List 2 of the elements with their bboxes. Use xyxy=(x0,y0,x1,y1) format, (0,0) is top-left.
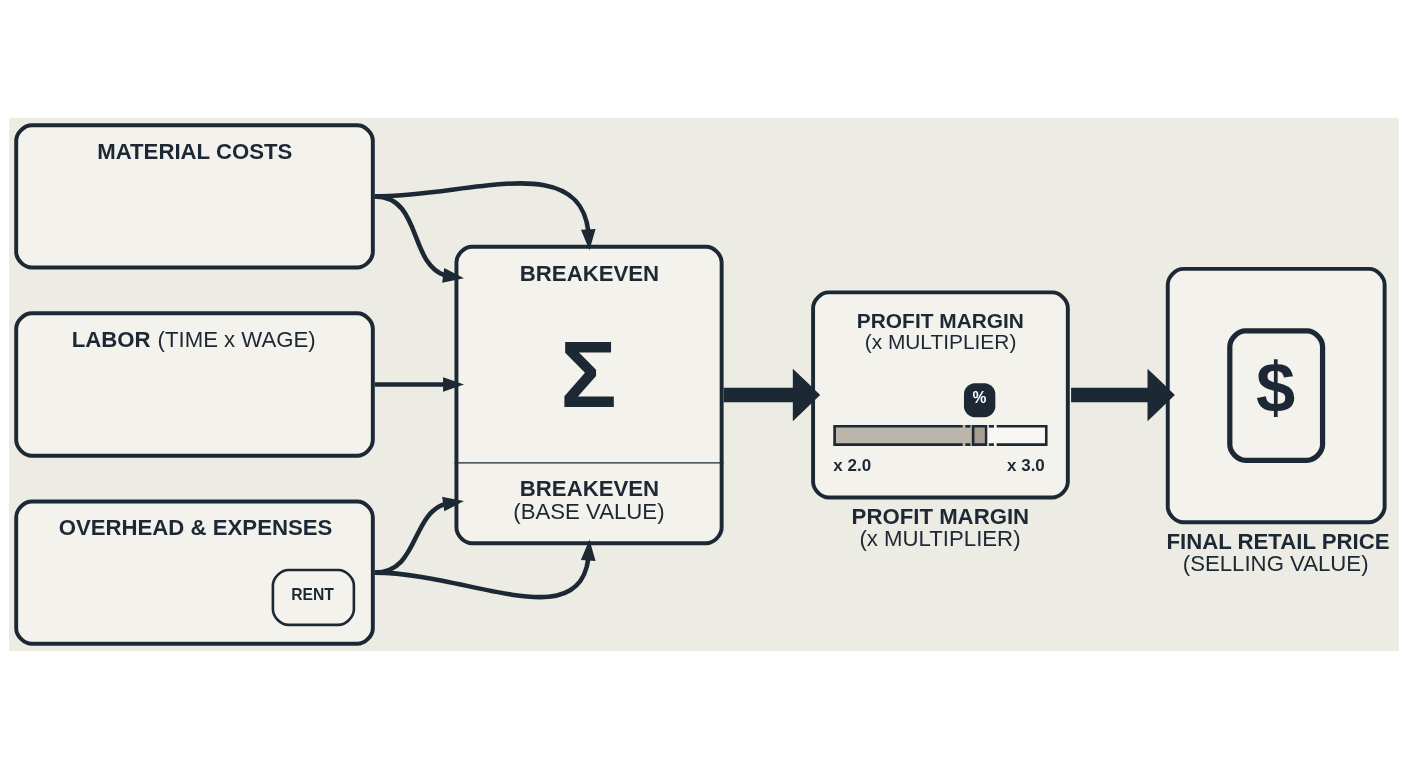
node-label: FINAL RETAIL PRICE (SELLING VALUE) xyxy=(1166,528,1390,576)
node-label: PROFIT MARGIN (x MULTIPLIER) xyxy=(851,503,1030,551)
